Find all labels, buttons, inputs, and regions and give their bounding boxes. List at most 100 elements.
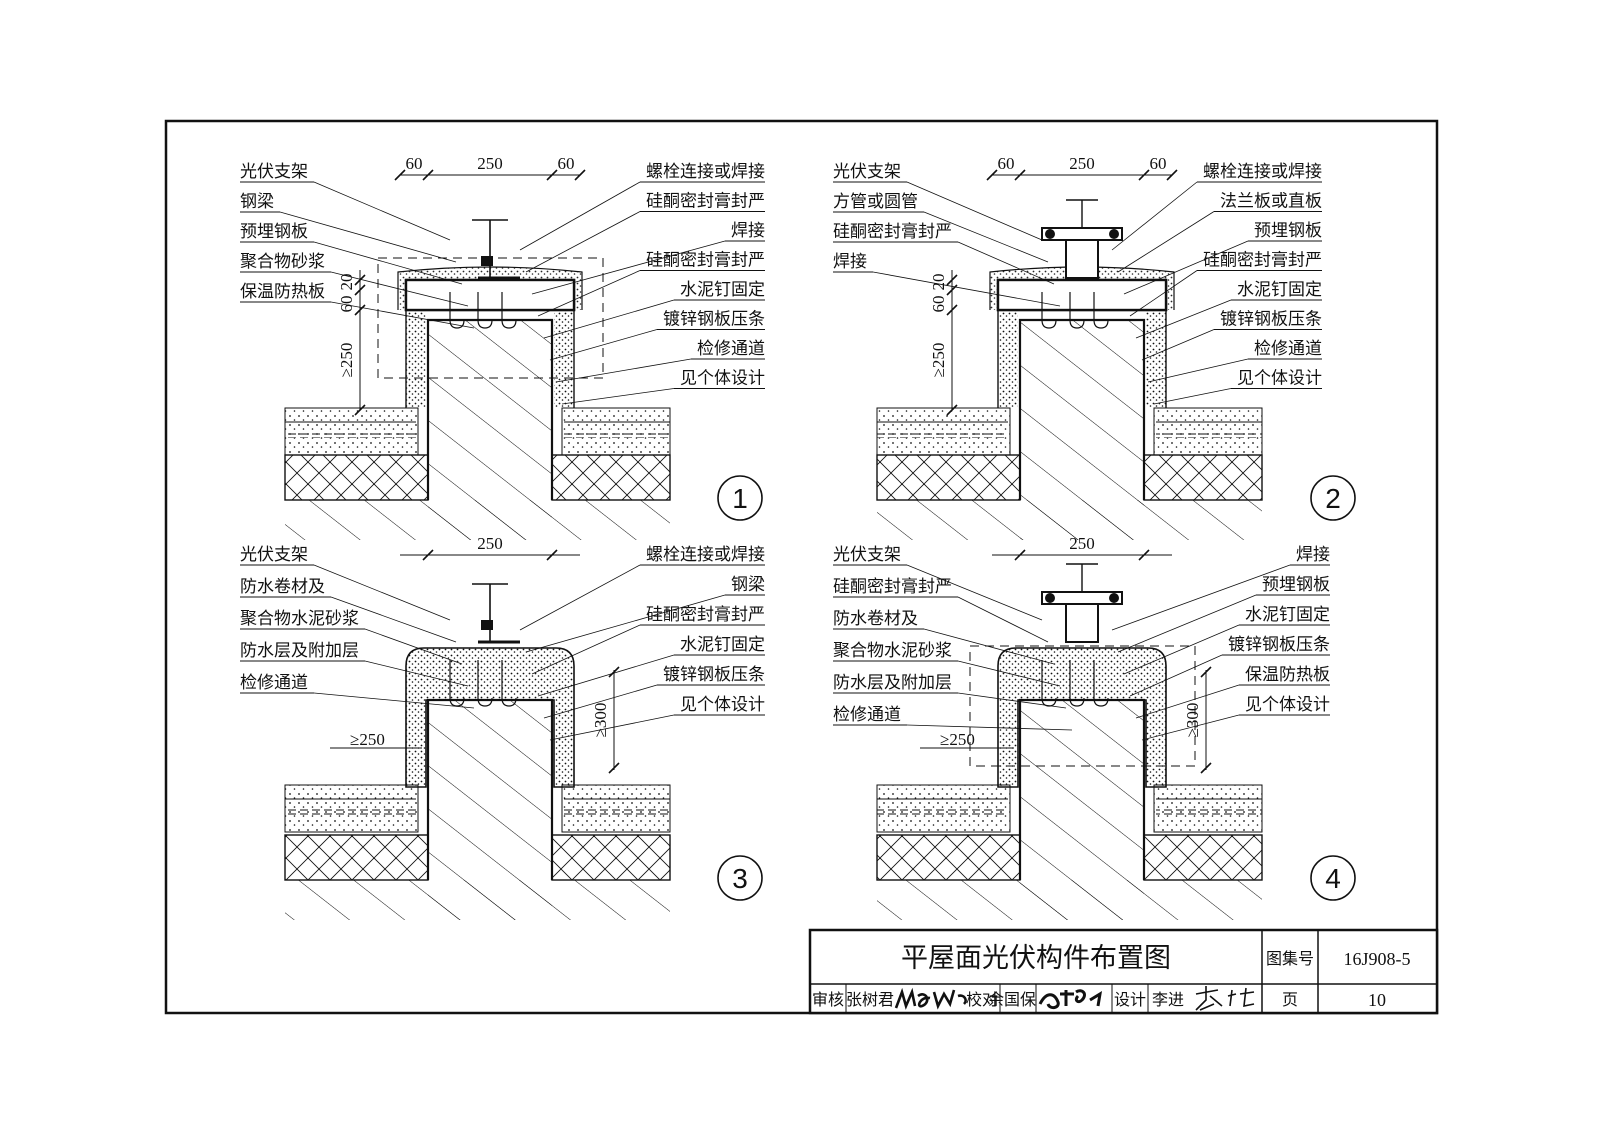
page-number: 10: [1368, 990, 1386, 1010]
callout-left: 防水层及附加层: [240, 641, 359, 661]
callout-right: 钢梁: [731, 575, 765, 595]
leader-line: [555, 358, 692, 383]
detail-number: 3: [732, 863, 748, 894]
anchor-hook: [477, 292, 493, 329]
design-label: 设计: [1114, 990, 1146, 1009]
leader-line: [525, 594, 726, 653]
screed-right: [1153, 407, 1263, 456]
review-label: 审核: [812, 990, 844, 1009]
anchor-hook: [1069, 292, 1085, 329]
leader-line: [1141, 329, 1215, 361]
leader-line: [364, 628, 463, 665]
insulation-right: [551, 454, 671, 501]
leader-line: [1141, 714, 1240, 741]
steel-beam: [472, 583, 508, 642]
screed-left: [876, 407, 1011, 456]
membrane-right: [1156, 432, 1262, 438]
leader-line: [1147, 358, 1249, 383]
callout-left: 检修通道: [240, 673, 308, 693]
dim-side-a: ≥250: [940, 730, 975, 749]
anchor-hook: [1041, 292, 1057, 329]
render-right: [554, 312, 574, 408]
dim-side-b: 60: [929, 296, 948, 313]
pier-cap-front: [996, 278, 1168, 312]
membrane-left: [285, 809, 416, 815]
leader-line: [525, 211, 641, 273]
dim-top-mid: 250: [477, 534, 503, 553]
dim-tick: [354, 274, 366, 286]
leader-line: [537, 654, 675, 697]
detail-number: 2: [1325, 483, 1341, 514]
leader-line: [1111, 181, 1198, 251]
check-label: 校对: [966, 990, 998, 1009]
insulation-right: [1143, 834, 1263, 881]
dim-side-b: 60: [337, 296, 356, 313]
leader-line: [330, 301, 475, 329]
leader-line: [313, 692, 475, 709]
callout-right: 焊接: [1296, 545, 1330, 565]
callout-right: 见个体设计: [680, 695, 765, 715]
callout-right: 水泥钉固定: [1237, 280, 1322, 300]
detail-number-circle: [1310, 855, 1356, 901]
leader-line: [549, 329, 658, 361]
callout-left: 光伏支架: [240, 162, 308, 182]
dim-tick: [608, 762, 620, 774]
render-right: [1146, 312, 1166, 408]
leader-line: [313, 564, 451, 621]
callout-right: 水泥钉固定: [680, 635, 765, 655]
dim-tick: [354, 284, 366, 296]
sheet-frame: [164, 119, 1439, 1015]
anchor-hook: [449, 660, 465, 707]
bracket: [1066, 563, 1098, 592]
dim-tick: [1014, 549, 1026, 561]
detail-number-circle: [1310, 475, 1356, 521]
dim-side-a: 20: [929, 274, 948, 291]
membrane-right: [564, 432, 670, 438]
leader-line: [957, 596, 1049, 643]
dim-tick: [546, 549, 558, 561]
insulation-left: [876, 454, 1021, 501]
detail-zone: [377, 257, 604, 379]
callout-left: 防水层及附加层: [833, 673, 952, 693]
slab-hatch: [285, 500, 670, 540]
callout-right: 见个体设计: [1245, 695, 1330, 715]
bolt: [481, 620, 493, 630]
square-tube: [1065, 601, 1099, 643]
dim-tick: [1138, 169, 1150, 181]
leader-line: [561, 388, 675, 405]
callout-left: 聚合物水泥砂浆: [240, 609, 359, 629]
callout-right: 检修通道: [1254, 339, 1322, 359]
leader-line: [543, 684, 658, 719]
dim-tick: [946, 304, 958, 316]
leader-line: [1135, 299, 1232, 339]
leader-line: [1123, 240, 1249, 295]
dim-tick: [354, 404, 366, 416]
dim-side-c: ≥250: [929, 343, 948, 378]
anchor-hook: [477, 660, 493, 707]
render-left: [998, 312, 1018, 408]
leader-line: [543, 299, 675, 339]
membrane-left: [877, 432, 1008, 438]
leader-line: [1117, 594, 1257, 653]
leader-line: [313, 241, 463, 285]
callout-left: 硅酮密封膏封严: [833, 576, 952, 597]
callout-right: 法兰板或直板: [1220, 192, 1322, 212]
callout-left: 聚合物水泥砂浆: [833, 641, 952, 661]
membrane-left: [285, 432, 416, 438]
leader-line: [549, 714, 675, 741]
callout-right: 硅酮密封膏封严: [646, 604, 765, 625]
detail-number: 4: [1325, 863, 1341, 894]
steel-beam: [472, 219, 508, 278]
leader-line: [531, 240, 726, 295]
dim-top-mid: 250: [477, 154, 503, 173]
leader-line: [906, 564, 1043, 621]
dim-tick: [422, 169, 434, 181]
callout-right: 镀锌钢板压条: [1220, 310, 1322, 330]
slab-hatch: [877, 880, 1262, 920]
detail-4: 250≥250≥300光伏支架硅酮密封膏封严防水卷材及聚合物水泥砂浆防水层及附加…: [833, 534, 1356, 920]
callout-left: 聚合物砂浆: [240, 252, 325, 272]
bolt-left: [1045, 229, 1055, 239]
dim-top-left: 60: [406, 154, 423, 173]
callout-left: 保温防热板: [240, 282, 325, 302]
